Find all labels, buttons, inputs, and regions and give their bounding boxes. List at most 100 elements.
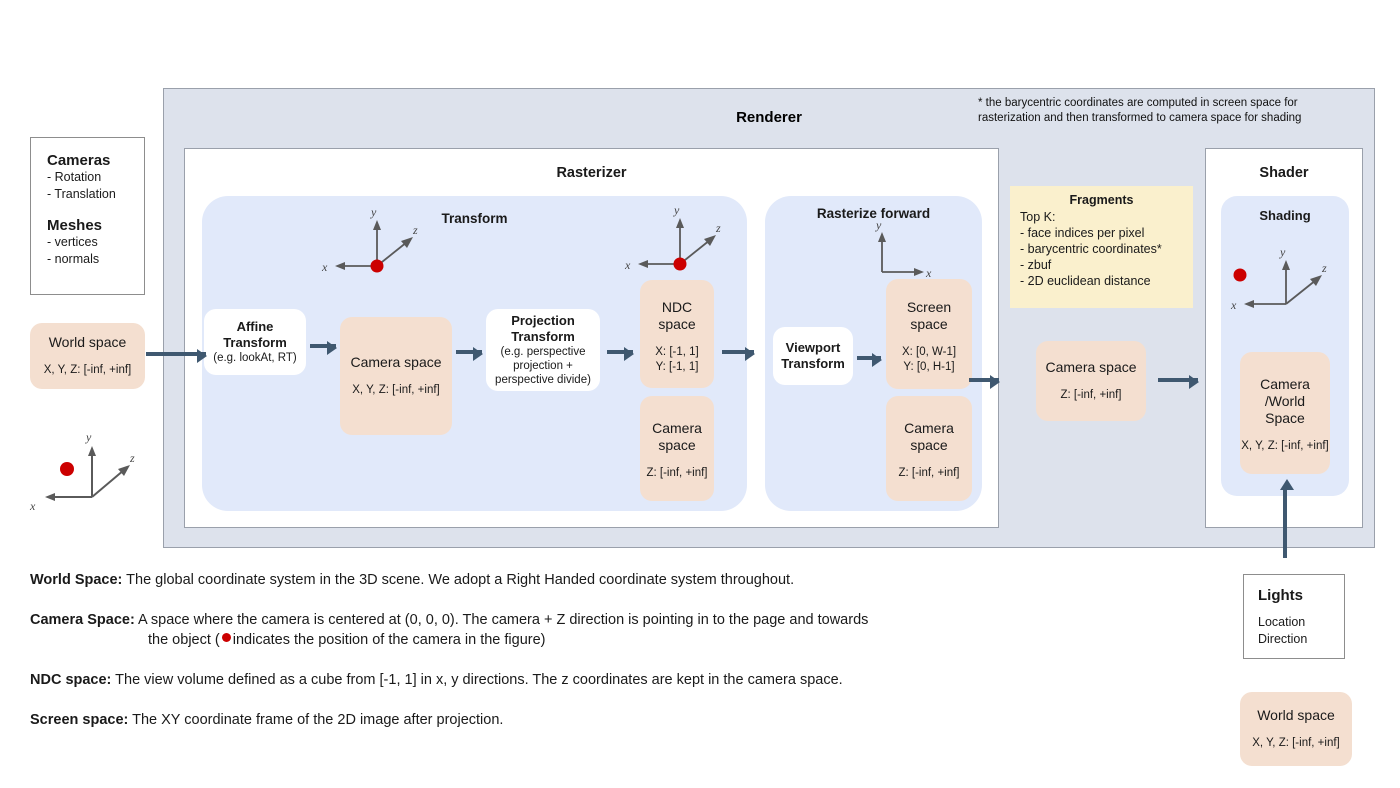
lights-item-location: Location bbox=[1258, 615, 1306, 629]
screen-axis-glyph: y x bbox=[875, 222, 932, 280]
lights-item-direction: Direction bbox=[1258, 632, 1308, 646]
svg-text:y: y bbox=[370, 205, 377, 219]
rasterize-forward-title: Rasterize forward bbox=[816, 205, 931, 221]
legend-term: World Space: bbox=[30, 572, 123, 588]
svg-text:z: z bbox=[715, 221, 721, 235]
node-subtitle-line2: projection + bbox=[513, 360, 573, 372]
transform-title: Transform bbox=[441, 210, 508, 226]
spacer bbox=[1258, 604, 1344, 614]
ndc-axis-glyph: y x z bbox=[624, 203, 721, 272]
arrow-world-to-renderer bbox=[146, 349, 207, 363]
node-title-line3: Space bbox=[1265, 410, 1305, 426]
fragments-item-face-indices: - face indices per pixel bbox=[1020, 226, 1145, 240]
legend-row-world-space: World Space: The global coordinate syste… bbox=[30, 570, 1150, 590]
svg-text:x: x bbox=[321, 260, 328, 274]
svg-text:y: y bbox=[673, 203, 680, 217]
meshes-item-vertices: - vertices bbox=[47, 235, 98, 249]
node-range: Z: [-inf, +inf] bbox=[898, 467, 960, 479]
lights-card: Lights Location Direction bbox=[1243, 574, 1345, 659]
camera-space-z-node-transform: Camera space Z: [-inf, +inf] bbox=[640, 396, 714, 501]
legend-term: Screen space: bbox=[30, 712, 129, 728]
node-range: X, Y, Z: [-inf, +inf] bbox=[1252, 737, 1340, 749]
arrow-projection-to-ndc bbox=[607, 347, 634, 361]
node-title: World space bbox=[48, 334, 127, 350]
sources-card: Cameras - Rotation - Translation Meshes … bbox=[30, 137, 145, 295]
node-range: Z: [-inf, +inf] bbox=[1060, 389, 1122, 401]
camera-dot-icon bbox=[221, 633, 231, 642]
svg-text:x: x bbox=[624, 258, 631, 272]
legend-text: The global coordinate system in the 3D s… bbox=[126, 572, 795, 588]
arrow-camera-to-projection bbox=[456, 347, 483, 361]
fragments-title: Fragments bbox=[1069, 193, 1134, 207]
ndc-space-node: NDC space X: [-1, 1] Y: [-1, 1] bbox=[640, 280, 714, 388]
node-title-line1: Projection bbox=[511, 313, 575, 328]
node-title-line2: space bbox=[658, 437, 696, 453]
legend-section: World Space: The global coordinate syste… bbox=[30, 570, 1150, 750]
node-title-line2: Transform bbox=[781, 356, 845, 371]
svg-text:y: y bbox=[1279, 245, 1286, 259]
svg-text:y: y bbox=[85, 430, 92, 444]
affine-transform-node: Affine Transform (e.g. lookAt, RT) bbox=[204, 309, 306, 375]
node-title: Camera space bbox=[350, 354, 442, 370]
camera-space-node-mid: Camera space Z: [-inf, +inf] bbox=[1036, 341, 1146, 421]
fragments-lead: Top K: bbox=[1020, 210, 1056, 224]
camera-axis-glyph-transform: y x z bbox=[321, 205, 418, 274]
node-title-line1: Camera bbox=[904, 420, 954, 436]
arrow-viewport-to-screen bbox=[857, 353, 882, 367]
legend-text: A space where the camera is centered at … bbox=[138, 612, 869, 628]
node-title-line2: space bbox=[658, 315, 696, 332]
viewport-transform-node: Viewport Transform bbox=[773, 327, 853, 385]
arrow-camera-space-to-shader bbox=[1158, 375, 1199, 389]
legend-term: NDC space: bbox=[30, 672, 112, 688]
fragments-card: Fragments Top K: - face indices per pixe… bbox=[1010, 186, 1193, 308]
node-title-line1: Viewport bbox=[785, 340, 841, 355]
meshes-heading: Meshes bbox=[47, 217, 103, 234]
arrow-affine-to-camera bbox=[310, 341, 337, 355]
node-title-line1: Camera bbox=[1260, 376, 1310, 392]
svg-text:x: x bbox=[29, 499, 36, 513]
arrow-rasterizer-to-camera-space bbox=[969, 375, 1000, 389]
node-title-line1: NDC bbox=[661, 298, 693, 315]
legend-row-screen-space: Screen space: The XY coordinate frame of… bbox=[30, 710, 1150, 730]
arrow-transform-to-rasterize-forward bbox=[722, 347, 755, 361]
svg-text:z: z bbox=[1321, 261, 1327, 275]
node-title-line2: space bbox=[910, 315, 948, 332]
node-subtitle: (e.g. lookAt, RT) bbox=[213, 352, 297, 364]
world-axis-glyph-left: y x z bbox=[29, 430, 135, 513]
rasterizer-title: Rasterizer bbox=[556, 165, 627, 181]
node-title-line2: Transform bbox=[511, 329, 575, 344]
legend-row-camera-space: Camera Space: A space where the camera i… bbox=[30, 610, 1150, 650]
node-range: Z: [-inf, +inf] bbox=[646, 467, 708, 479]
shading-title: Shading bbox=[1259, 207, 1311, 223]
node-range-x: X: [0, W-1] bbox=[901, 345, 957, 358]
node-title-line2: /World bbox=[1264, 393, 1306, 409]
node-title-line2: Transform bbox=[223, 335, 287, 350]
legend-cont-pre: the object ( bbox=[148, 632, 220, 648]
world-space-node-left: World space X, Y, Z: [-inf, +inf] bbox=[30, 323, 145, 389]
node-title-line1: Camera bbox=[652, 420, 702, 436]
fragments-item-distance: - 2D euclidean distance bbox=[1020, 274, 1151, 288]
legend-row-ndc-space: NDC space: The view volume defined as a … bbox=[30, 670, 1150, 690]
camera-world-space-node: Camera /World Space X, Y, Z: [-inf, +inf… bbox=[1240, 352, 1330, 474]
legend-text: The view volume defined as a cube from [… bbox=[115, 672, 843, 688]
node-range: X, Y, Z: [-inf, +inf] bbox=[43, 364, 132, 376]
svg-text:z: z bbox=[412, 223, 418, 237]
node-title-line1: Screen bbox=[906, 298, 952, 315]
node-range: X, Y, Z: [-inf, +inf] bbox=[352, 384, 440, 396]
svg-text:y: y bbox=[875, 222, 882, 232]
legend-continuation: the object ( indicates the position of th… bbox=[148, 630, 1150, 650]
legend-text: The XY coordinate frame of the 2D image … bbox=[132, 712, 504, 728]
svg-text:x: x bbox=[925, 266, 932, 280]
legend-cont-post: indicates the position of the camera in … bbox=[232, 632, 546, 648]
arrow-lights-to-shading bbox=[1280, 479, 1294, 558]
legend-term: Camera Space: bbox=[30, 612, 135, 628]
cameras-heading: Cameras bbox=[47, 152, 111, 169]
cameras-item-translation: - Translation bbox=[47, 187, 116, 201]
node-range-y: Y: [-1, 1] bbox=[655, 360, 699, 373]
node-range-y: Y: [0, H-1] bbox=[903, 360, 955, 373]
shader-title: Shader bbox=[1259, 165, 1309, 181]
renderer-title: Renderer bbox=[736, 108, 802, 126]
svg-text:z: z bbox=[129, 451, 135, 465]
cameras-item-rotation: - Rotation bbox=[47, 170, 102, 184]
node-subtitle-line1: (e.g. perspective bbox=[500, 346, 586, 358]
